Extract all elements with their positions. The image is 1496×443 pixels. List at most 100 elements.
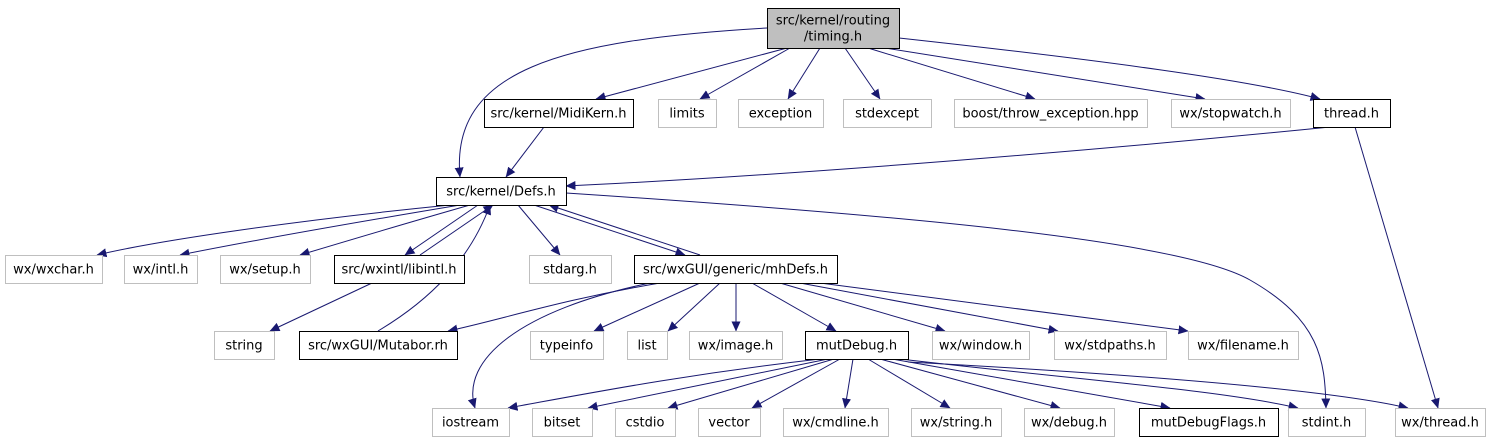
edge-mutdebug_h-to-iostream <box>507 358 821 411</box>
node-label: exception <box>749 107 813 122</box>
node-wx_window: wx/window.h <box>932 331 1030 360</box>
node-box <box>805 331 909 360</box>
edge-timing_h-to-wx_stopwatch <box>884 47 1206 102</box>
edge-mutdebug_h-to-wx_debug <box>879 358 1061 410</box>
node-label: wx/debug.h <box>1031 416 1107 431</box>
node-label: mutDebug.h <box>816 339 897 354</box>
node-box <box>658 99 717 128</box>
node-bitset: bitset <box>532 408 593 437</box>
node-defs_h[interactable]: src/kernel/Defs.h <box>436 177 567 206</box>
edge-timing_h-to-stdexcept <box>844 47 881 100</box>
node-typeinfo: typeinfo <box>530 331 604 360</box>
edge-defs_h-to-stdint_h <box>565 192 1331 409</box>
node-stdarg_h: stdarg.h <box>529 255 612 284</box>
node-box <box>1024 408 1115 437</box>
node-box <box>1139 408 1279 437</box>
node-mutdebugflags_h[interactable]: mutDebugFlags.h <box>1139 408 1279 437</box>
node-label: thread.h <box>1324 107 1379 122</box>
node-label: wx/string.h <box>920 416 992 431</box>
node-box <box>954 99 1148 128</box>
edge-libintl_h-to-defs_h <box>419 204 494 256</box>
node-box <box>436 177 567 206</box>
node-thread_h[interactable]: thread.h <box>1313 99 1391 128</box>
edge-mhdefs_h-to-mutabor_rh <box>447 282 661 334</box>
node-mutabor_rh[interactable]: src/wxGUI/Mutabor.rh <box>299 331 458 360</box>
node-box <box>124 255 198 284</box>
edge-mhdefs_h-to-wx_window <box>779 282 946 333</box>
node-label: src/kernel/routing <box>776 14 890 29</box>
edge-thread_h-to-defs_h <box>565 126 1331 191</box>
node-timing_h[interactable]: src/kernel/routing/timing.h <box>767 8 900 49</box>
edge-timing_h-to-boost_throw <box>867 47 1036 101</box>
node-boost_throw: boost/throw_exception.hpp <box>954 99 1148 128</box>
node-box <box>689 331 783 360</box>
edge-defs_h-to-wx_wxchar <box>96 204 451 258</box>
node-box <box>1171 99 1291 128</box>
node-wx_cmdline: wx/cmdline.h <box>783 408 889 437</box>
node-wx_setup: wx/setup.h <box>220 255 311 284</box>
edge-defs_h-to-wx_intl <box>179 204 461 258</box>
node-label: wx/wxchar.h <box>13 263 94 278</box>
edge-mutdebug_h-to-wx_cmdline <box>842 358 854 409</box>
nodes-layer: src/kernel/routing/timing.h src/kernel/Mi… <box>5 8 1486 437</box>
node-midikern_h[interactable]: src/kernel/MidiKern.h <box>484 99 634 128</box>
edge-mutdebug_h-to-stdint_h <box>899 358 1299 411</box>
node-box <box>615 408 676 437</box>
node-box <box>529 255 612 284</box>
node-stdexcept: stdexcept <box>843 99 932 128</box>
node-list: list <box>627 331 668 360</box>
node-label: stdexcept <box>855 107 919 122</box>
node-label: wx/filename.h <box>1197 339 1289 354</box>
node-box <box>1288 408 1366 437</box>
edge-mutdebug_h-to-mutdebugflags_h <box>891 358 1171 411</box>
node-box <box>767 8 900 49</box>
node-box <box>334 255 465 284</box>
edge-defs_h-to-wx_setup <box>299 204 471 257</box>
edge-mutdebug_h-to-bitset <box>587 358 829 411</box>
node-label: limits <box>669 107 705 122</box>
node-libintl_h[interactable]: src/wxintl/libintl.h <box>334 255 465 284</box>
node-label: wx/image.h <box>698 339 774 354</box>
node-box <box>1395 408 1486 437</box>
node-label: wx/stdpaths.h <box>1064 339 1156 354</box>
node-iostream: iostream <box>432 408 510 437</box>
node-box <box>634 255 838 284</box>
node-box <box>214 331 275 360</box>
node-wx_image: wx/image.h <box>689 331 783 360</box>
node-box <box>911 408 1002 437</box>
node-box <box>532 408 593 437</box>
node-box <box>932 331 1030 360</box>
node-label: boost/throw_exception.hpp <box>962 107 1138 122</box>
node-wx_stopwatch: wx/stopwatch.h <box>1171 99 1291 128</box>
node-label: wx/setup.h <box>229 263 300 278</box>
node-box <box>843 99 932 128</box>
node-stdint_h: stdint.h <box>1288 408 1366 437</box>
node-mutdebug_h[interactable]: mutDebug.h <box>805 331 909 360</box>
node-label: src/wxGUI/Mutabor.rh <box>308 339 448 354</box>
node-box <box>530 331 604 360</box>
node-label: bitset <box>544 416 581 431</box>
node-box <box>698 408 761 437</box>
node-label: vector <box>708 416 750 431</box>
node-label: wx/stopwatch.h <box>1179 107 1281 122</box>
edge-mhdefs_h-to-iostream <box>467 282 651 409</box>
edge-timing_h-to-thread_h <box>898 37 1321 101</box>
node-wx_stdpaths: wx/stdpaths.h <box>1054 331 1167 360</box>
edge-mutdebug_h-to-wx_thread <box>907 361 1409 411</box>
node-box <box>299 331 458 360</box>
node-mhdefs_h[interactable]: src/wxGUI/generic/mhDefs.h <box>634 255 838 284</box>
node-label: wx/cmdline.h <box>792 416 879 431</box>
edge-timing_h-to-limits <box>699 47 791 100</box>
node-box <box>484 99 634 128</box>
node-label: src/kernel/Defs.h <box>446 185 556 200</box>
edge-mutdebug_h-to-vector <box>751 358 841 409</box>
node-wx_string: wx/string.h <box>911 408 1002 437</box>
node-box <box>1313 99 1391 128</box>
node-label: stdarg.h <box>543 263 597 278</box>
node-box <box>738 99 824 128</box>
edge-mutdebug_h-to-wx_string <box>867 358 951 409</box>
node-label: /timing.h <box>804 30 862 45</box>
edge-mhdefs_h-to-wx_filename <box>819 282 1189 335</box>
node-label: cstdio <box>626 416 665 431</box>
